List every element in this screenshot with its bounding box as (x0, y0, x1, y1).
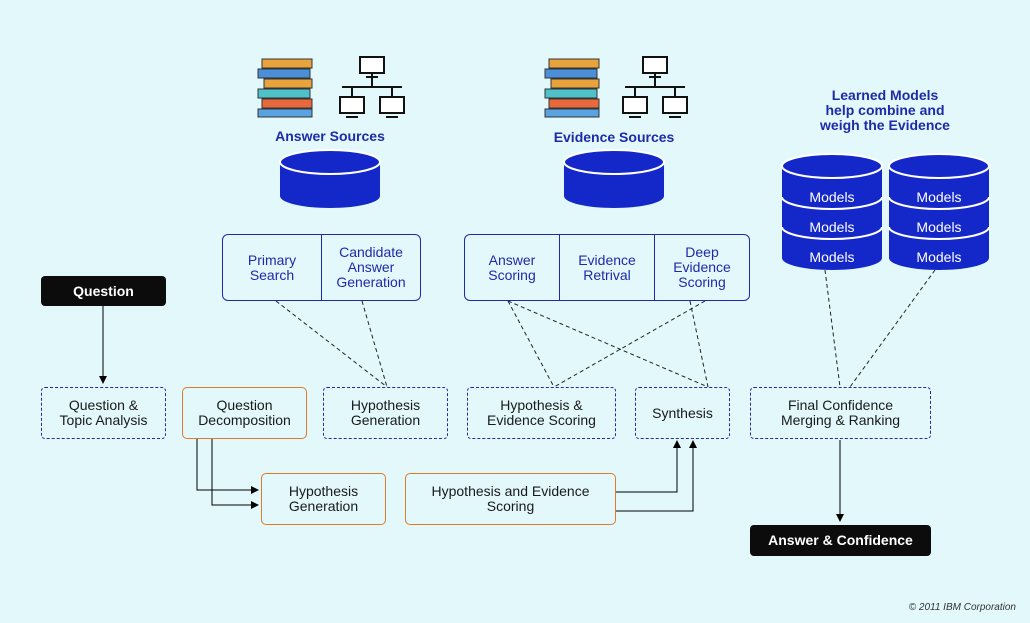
final-confidence-box: Final Confidence Merging & Ranking (750, 387, 931, 439)
models-label: Models (916, 189, 962, 205)
answer-confidence-box: Answer & Confidence (750, 525, 931, 556)
models-label: Models (916, 249, 962, 265)
question-box: Question (41, 276, 166, 306)
models-label: Models (916, 219, 962, 235)
question-decomposition-box: Question Decomposition (182, 387, 307, 439)
answer-sources-database-icon (279, 149, 381, 208)
models-label: Models (809, 219, 855, 235)
learned-models-text: Learned Models help combine and weigh th… (820, 87, 950, 133)
deep-evidence-scoring-cell: Deep Evidence Scoring (654, 235, 749, 300)
network-icon (339, 56, 405, 118)
candidate-answer-generation-cell: Candidate Answer Generation (321, 235, 420, 300)
copyright-text: © 2011 IBM Corporation (908, 602, 1016, 613)
hypothesis-generation-box: Hypothesis Generation (323, 387, 448, 439)
books-icon (544, 58, 600, 118)
evidence-retrival-cell: Evidence Retrival (559, 235, 654, 300)
network-icon (622, 56, 688, 118)
models-label: Models (809, 249, 855, 265)
models-stack-left-icon (781, 153, 883, 270)
evidence-group: Answer Scoring Evidence Retrival Deep Ev… (464, 234, 750, 301)
hypothesis-evidence-scoring-box: Hypothesis & Evidence Scoring (467, 387, 616, 439)
answer-sources-label: Answer Sources (275, 128, 385, 144)
evidence-sources-label: Evidence Sources (553, 129, 675, 145)
primary-search-cell: Primary Search (247, 251, 297, 283)
synthesis-box: Synthesis (635, 387, 730, 439)
topic-analysis-box: Question & Topic Analysis (41, 387, 166, 439)
evidence-sources-database-icon (563, 149, 665, 208)
answer-scoring-cell: Answer Scoring (488, 251, 536, 283)
sub-hypothesis-evidence-scoring-box: Hypothesis and Evidence Scoring (405, 473, 616, 525)
models-label: Models (809, 189, 855, 205)
sub-hypothesis-generation-box: Hypothesis Generation (261, 473, 386, 525)
answer-generation-group: Primary Search Candidate Answer Generati… (222, 234, 421, 301)
models-stack-right-icon (888, 153, 990, 270)
books-icon (257, 58, 313, 118)
